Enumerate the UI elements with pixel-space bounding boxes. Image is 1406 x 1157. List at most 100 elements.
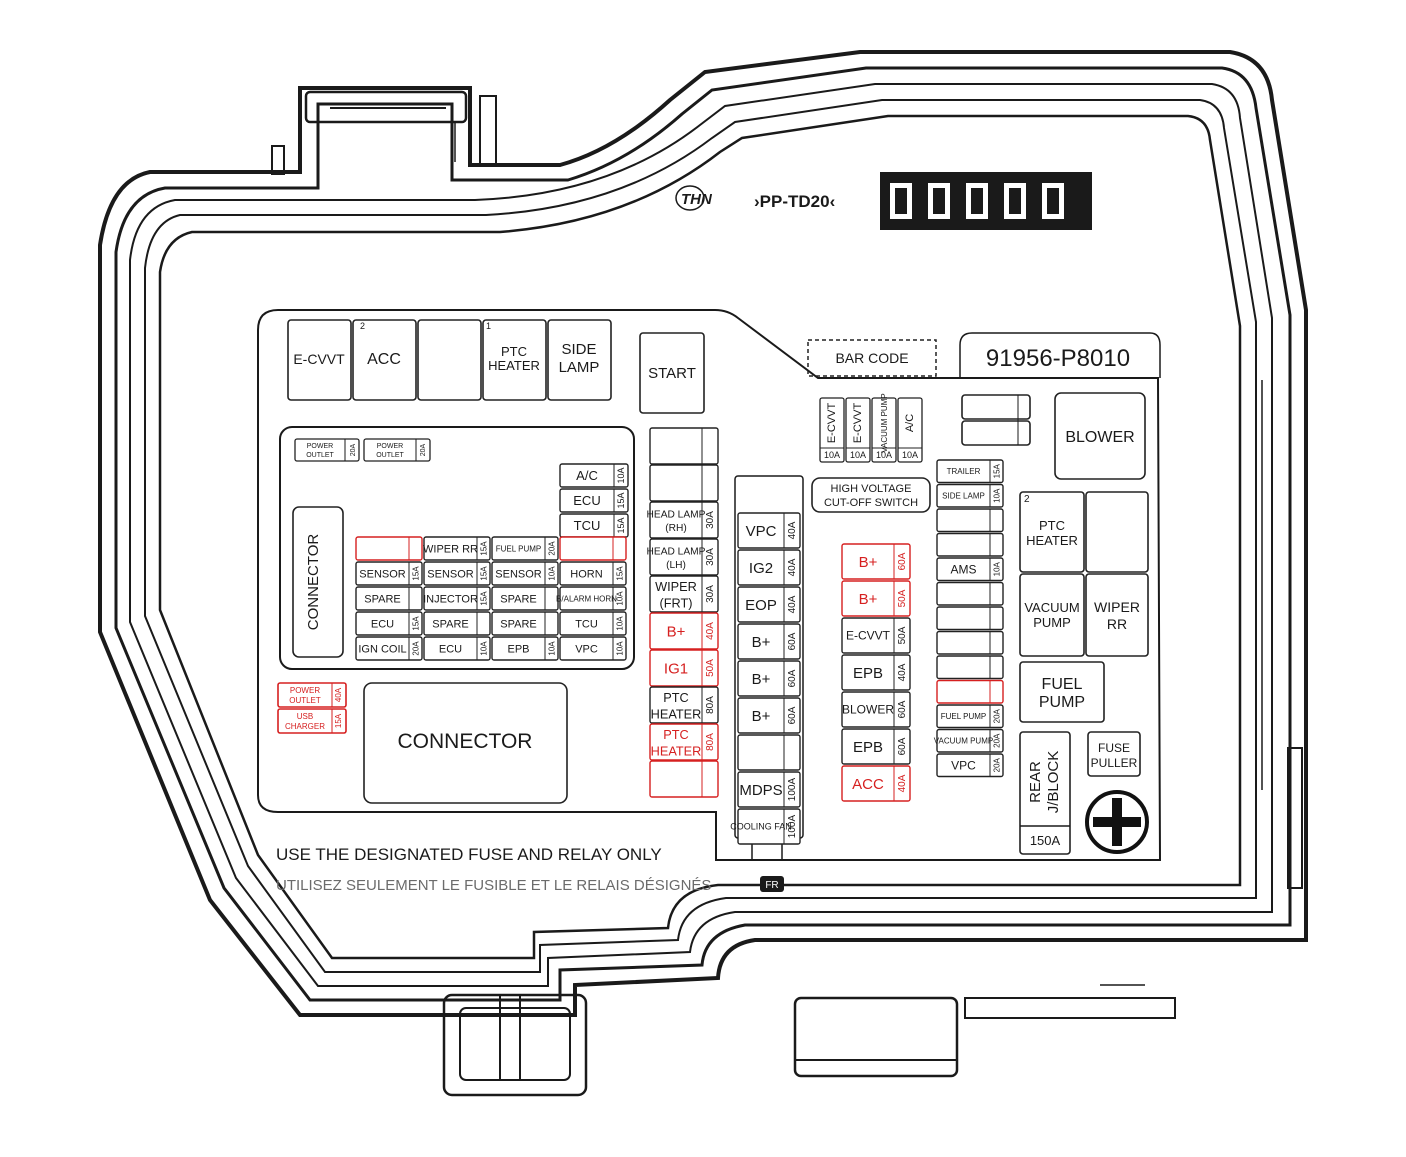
fuse-amp: 50A bbox=[705, 659, 716, 677]
fuse-name: FUEL PUMP bbox=[496, 544, 542, 553]
fuse-cell: B+40A bbox=[649, 612, 719, 650]
fuse-name: SENSOR bbox=[359, 568, 406, 580]
fuse-cell: WIPER(FRT)30A bbox=[649, 575, 719, 613]
fuse-amp: 10A bbox=[480, 641, 489, 656]
fuse-name: BLOWER bbox=[842, 703, 894, 717]
svg-text:FUSE: FUSE bbox=[1098, 741, 1130, 755]
fuse-amp: 10A bbox=[616, 616, 625, 631]
rear-jblock: REAR J/BLOCK 150A bbox=[1019, 731, 1071, 855]
relay-blower: BLOWER bbox=[1054, 392, 1146, 480]
fuse-name: E-CVVT bbox=[846, 629, 891, 643]
fuse-cell bbox=[559, 536, 627, 561]
fuse-name: B+ bbox=[859, 554, 878, 571]
fuse-amp: 20A bbox=[412, 641, 421, 656]
svg-text:OUTLET: OUTLET bbox=[289, 696, 321, 705]
fuse-name: ECU bbox=[371, 618, 394, 630]
fuse-name: SPARE bbox=[500, 618, 536, 630]
fuse-cell: B+60A bbox=[737, 660, 801, 697]
fuse-amp: 40A bbox=[705, 622, 716, 640]
relay-start: START bbox=[639, 332, 705, 414]
fuse-amp: 15A bbox=[480, 591, 489, 606]
relay-side-lamp: SIDE LAMP bbox=[547, 319, 612, 401]
svg-text:91956-P8010: 91956-P8010 bbox=[986, 345, 1130, 372]
fuse-name: SENSOR bbox=[427, 568, 474, 580]
fuse-name: COOLING FAN bbox=[730, 822, 792, 832]
svg-text:PTC: PTC bbox=[1039, 518, 1065, 533]
svg-text:OUTLET: OUTLET bbox=[306, 452, 334, 459]
connector-main: CONNECTOR bbox=[363, 682, 568, 804]
fuse-name: VPC bbox=[746, 523, 777, 540]
fuse-amp: 20A bbox=[993, 733, 1002, 748]
fuse-cell: SPARE bbox=[491, 611, 559, 636]
svg-text:POWER: POWER bbox=[307, 443, 333, 450]
fuse-amp: 15A bbox=[412, 616, 421, 631]
svg-text:CONNECTOR: CONNECTOR bbox=[305, 534, 322, 631]
fuse-name: VACUUM PUMP bbox=[880, 393, 889, 452]
fuse-name: B+ bbox=[752, 634, 771, 651]
fuse-name: FUEL PUMP bbox=[941, 712, 987, 721]
fuse-name: EOP bbox=[745, 597, 777, 614]
svg-text:REAR: REAR bbox=[1027, 761, 1044, 803]
fuse-amp: 50A bbox=[897, 589, 908, 607]
fuse-cell bbox=[936, 679, 1004, 704]
fuse-cell: B+60A bbox=[841, 543, 911, 580]
battery-positive-icon bbox=[1085, 790, 1149, 854]
fuse-amp: 80A bbox=[705, 733, 716, 751]
fuse-power-outlet-2: POWER OUTLET 20A bbox=[363, 438, 431, 462]
fuse-name: VACUUM PUMP bbox=[934, 737, 993, 746]
fuse-amp: 50A bbox=[897, 626, 908, 644]
fuse-name: A/C bbox=[904, 414, 916, 432]
relay-wiper-rr: WIPER RR bbox=[1085, 573, 1149, 657]
fuse-cell: E-CVVT 50A bbox=[841, 617, 911, 654]
fuse-amp: 10A bbox=[902, 450, 918, 460]
fuse-name: (LH) bbox=[666, 560, 686, 571]
svg-text:FUEL: FUEL bbox=[1042, 676, 1083, 693]
fuse-amp: 10A bbox=[616, 641, 625, 656]
fuse-cell bbox=[936, 655, 1004, 680]
fuse-name: HEAD LAMP bbox=[647, 547, 706, 558]
svg-text:OUTLET: OUTLET bbox=[376, 452, 404, 459]
svg-text:2: 2 bbox=[360, 321, 365, 331]
note-french: UTILISEZ SEULEMENT LE FUSIBLE ET LE RELA… bbox=[276, 877, 711, 894]
fuse-name: MDPS bbox=[739, 782, 782, 799]
svg-text:20A: 20A bbox=[350, 443, 357, 456]
svg-text:START: START bbox=[648, 365, 696, 382]
svg-text:PUMP: PUMP bbox=[1033, 615, 1071, 630]
fuse-name: TCU bbox=[575, 618, 598, 630]
fuse-cell: SENSOR 15A bbox=[355, 561, 423, 586]
fuse-name: SIDE LAMP bbox=[942, 492, 985, 501]
relay-ptc-heater-2: 2 PTC HEATER bbox=[1019, 491, 1085, 573]
fuse-name: E-CVVT bbox=[852, 403, 864, 444]
fuse-name: B+ bbox=[859, 591, 878, 608]
part-number-label: 91956-P8010 bbox=[959, 332, 1161, 378]
svg-text:J/BLOCK: J/BLOCK bbox=[1045, 751, 1062, 814]
fuse-cell bbox=[737, 734, 801, 771]
fuse-amp: 10A bbox=[616, 467, 626, 483]
fuse-name: PTC bbox=[663, 727, 689, 742]
fuse-name: (RH) bbox=[665, 523, 687, 534]
fuse-name: ACC bbox=[852, 776, 884, 793]
fuse-name: PTC bbox=[663, 690, 689, 705]
fuse-amp: 10A bbox=[850, 450, 866, 460]
fuse-name: HEAD LAMP bbox=[647, 510, 706, 521]
fuse-cell bbox=[936, 606, 1004, 631]
fuse-amp: 20A bbox=[548, 541, 557, 556]
fuse-name: B+ bbox=[752, 671, 771, 688]
svg-text:SIDE: SIDE bbox=[561, 341, 596, 358]
fuse-amp: 15A bbox=[412, 566, 421, 581]
